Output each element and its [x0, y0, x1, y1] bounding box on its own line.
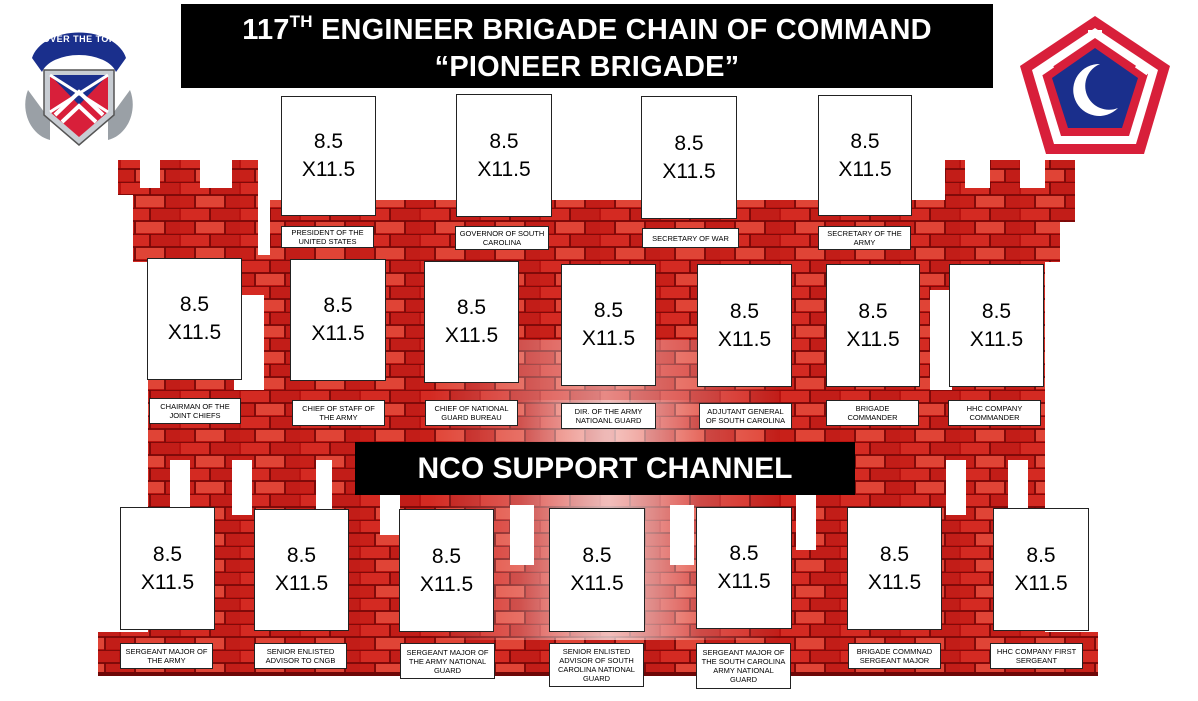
photo-size: 8.5 — [850, 129, 880, 153]
brigade-insignia-logo — [25, 32, 133, 146]
photo-size: X11.5 — [717, 570, 771, 593]
photo-size: 8.5 — [1026, 543, 1056, 567]
photo-size: 8.5 — [729, 542, 759, 565]
photo-size: 8.5 — [981, 299, 1012, 323]
nco-support-channel-banner: NCO SUPPORT CHANNEL — [355, 442, 855, 495]
photo-size: 8.5 — [179, 293, 210, 316]
logo-motto: OVER THE TOP — [42, 34, 116, 44]
photo-size: 8.5 — [674, 131, 704, 155]
photo-size: X11.5 — [274, 572, 329, 595]
photo-size: X11.5 — [1014, 571, 1068, 595]
position-label-governor: GOVERNOR OF SOUTH CAROLINA — [455, 226, 549, 250]
position-label-adjutant-general: ADJUTANT GENERAL OF SOUTH CAROLINA — [699, 403, 792, 429]
photo-size: X11.5 — [477, 157, 531, 181]
title-banner: 117TH ENGINEER BRIGADE CHAIN OF COMMAND … — [181, 4, 993, 88]
title-ordinal: TH — [289, 12, 313, 31]
photo-size: 8.5 — [582, 544, 612, 567]
engineer-pentagon-logo — [1020, 16, 1170, 154]
position-label-sma: SERGEANT MAJOR OF THE ARMY — [120, 643, 213, 669]
photo-size: X11.5 — [662, 159, 716, 183]
page-title: 117TH ENGINEER BRIGADE CHAIN OF COMMAND — [181, 12, 993, 47]
photo-size: 8.5 — [456, 296, 487, 319]
photo-size: 8.5 — [431, 544, 462, 568]
position-label-chief-of-staff: CHIEF OF STAFF OF THE ARMY — [292, 400, 385, 426]
photo-size: 8.5 — [313, 130, 344, 153]
photo-size: X11.5 — [838, 157, 892, 181]
position-label-secretary-of-war: SECRETARY OF WAR — [642, 228, 739, 248]
position-label-hhc-first-sergeant: HHC COMPANY FIRST SERGEANT — [990, 643, 1083, 669]
position-label-sma-arng: SERGEANT MAJOR OF THE ARMY NATIONAL GUAR… — [400, 643, 495, 679]
position-label-csm-scarng: SERGEANT MAJOR OF THE SOUTH CAROLINA ARM… — [696, 643, 791, 689]
photo-size: 8.5 — [879, 542, 910, 566]
photo-size: X11.5 — [867, 570, 922, 594]
position-label-sea-scng: SENIOR ENLISTED ADVISOR OF SOUTH CAROLIN… — [549, 643, 644, 687]
photo-size: X11.5 — [167, 321, 222, 344]
photo-size: 8.5 — [286, 544, 317, 567]
photo-size: X11.5 — [419, 572, 474, 596]
photo-size: X11.5 — [311, 322, 365, 345]
photo-size: X11.5 — [444, 324, 499, 347]
position-label-brigade-csm: BRIGADE COMMNAD SERGEANT MAJOR — [848, 643, 941, 669]
position-label-secretary-of-army: SECRETARY OF THE ARMY — [818, 226, 911, 250]
photo-size: X11.5 — [570, 572, 624, 595]
position-label-president: PRESIDENT OF THE UNITED STATES — [281, 226, 374, 248]
photo-size: 8.5 — [152, 542, 183, 566]
photo-size: X11.5 — [717, 327, 772, 351]
page-subtitle: “PIONEER BRIGADE” — [434, 51, 740, 83]
photo-size: 8.5 — [323, 294, 353, 317]
photo-size: X11.5 — [581, 327, 636, 350]
title-text: ENGINEER BRIGADE CHAIN OF COMMAND — [312, 14, 932, 46]
photo-size: X11.5 — [846, 327, 900, 351]
position-label-chairman-jcs: CHAIRMAN OF THE JOINT CHIEFS — [149, 398, 241, 424]
position-label-dir-arng: DIR. OF THE ARMY NATIOANL GUARD — [561, 403, 656, 429]
photo-size: 8.5 — [858, 299, 888, 323]
position-label-brigade-commander: BRIGADE COMMANDER — [826, 400, 919, 426]
position-label-sea-cngb: SENIOR ENLISTED ADVISOR TO CNGB — [254, 643, 347, 669]
position-label-chief-ngb: CHIEF OF NATIONAL GUARD BUREAU — [425, 400, 518, 426]
photo-size: X11.5 — [969, 327, 1024, 351]
photo-size: 8.5 — [489, 129, 519, 153]
title-number: 117 — [242, 14, 290, 46]
photo-size: X11.5 — [301, 158, 356, 181]
photo-size: X11.5 — [140, 570, 195, 594]
position-label-hhc-commander: HHC COMPANY COMMANDER — [948, 400, 1041, 426]
photo-size: 8.5 — [729, 299, 760, 323]
photo-size: 8.5 — [593, 299, 624, 322]
